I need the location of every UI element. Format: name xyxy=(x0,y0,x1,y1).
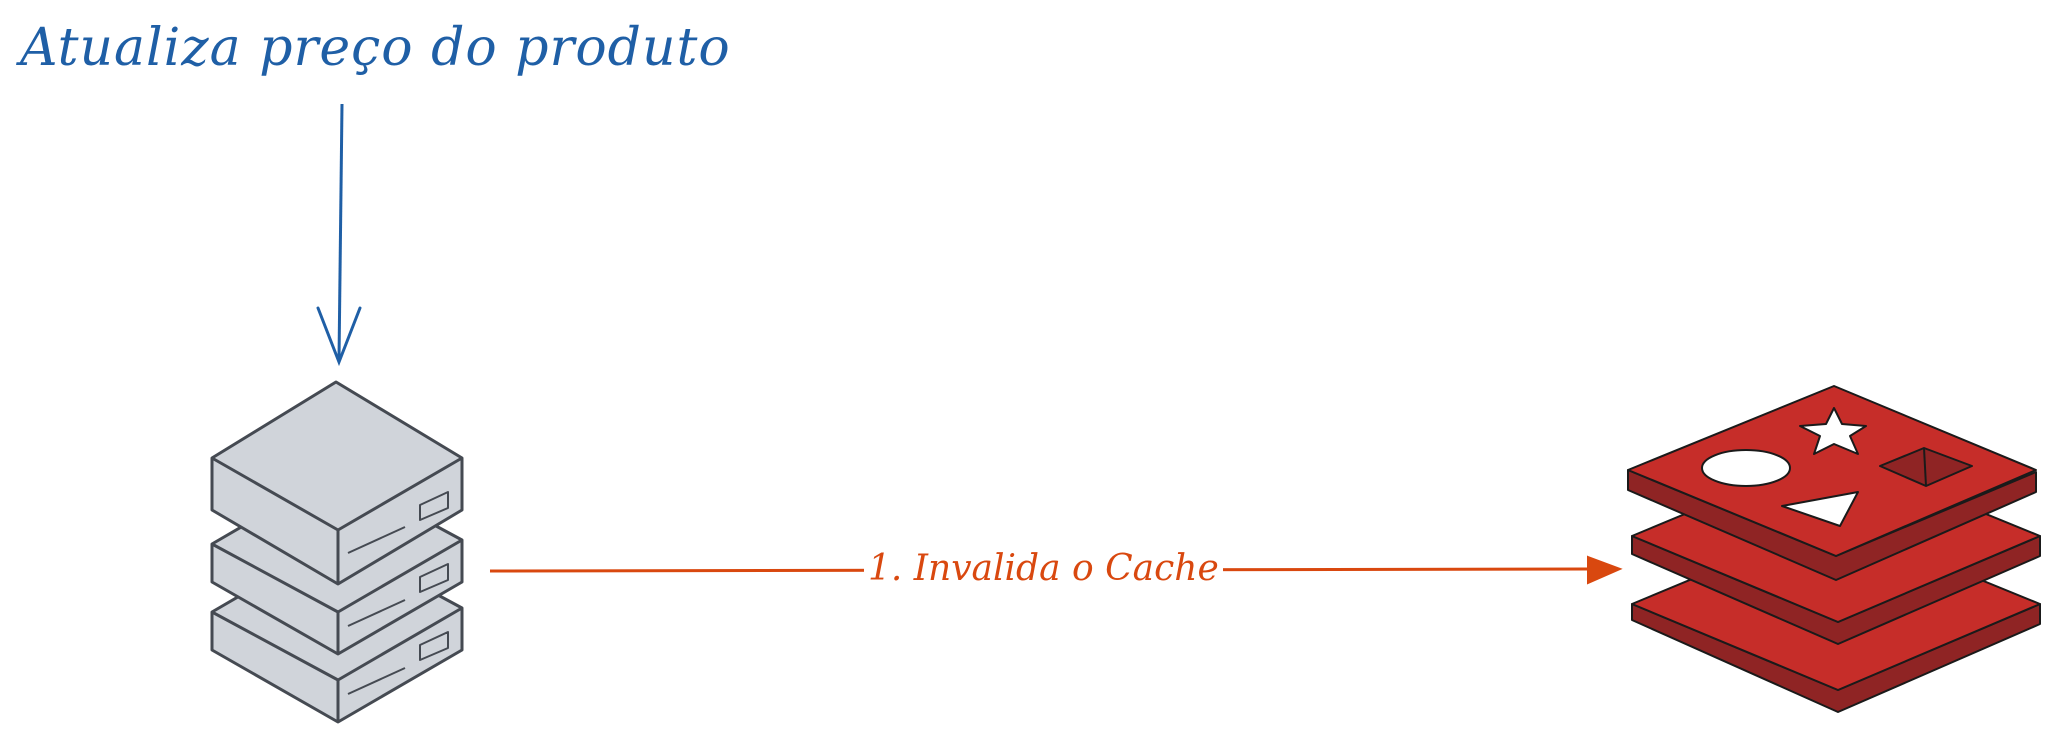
diagram-title: Atualiza preço do produto xyxy=(20,18,731,78)
redis-triangle-shape xyxy=(1781,491,1859,527)
redis-star-icon xyxy=(1799,407,1867,455)
redis-layer-top xyxy=(1627,385,2037,581)
redis-ellipse-shape xyxy=(1701,449,1791,487)
redis-pyramid-shape xyxy=(1879,447,1973,487)
invalidate-cache-label: 1. Invalida o Cache xyxy=(864,548,1223,589)
title-to-server-arrow xyxy=(316,103,362,367)
server-unit-top xyxy=(210,380,464,586)
